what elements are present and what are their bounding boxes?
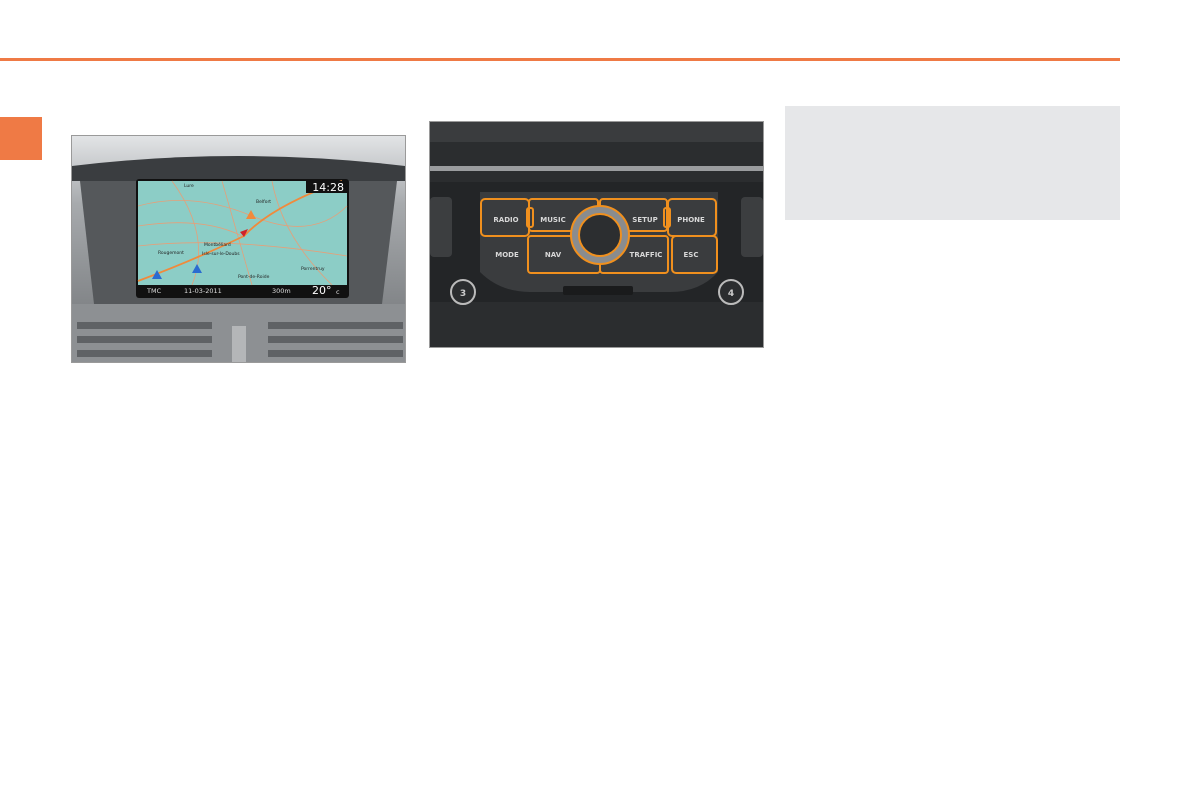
warning-icon xyxy=(246,210,256,219)
rotary-knob[interactable] xyxy=(578,213,622,257)
preset-3-button[interactable] xyxy=(450,279,476,305)
map-label: Isle-sur-le-Doubs xyxy=(202,251,240,257)
tmc-status: TMC xyxy=(146,287,162,295)
temperature-unit: c xyxy=(336,288,340,296)
traffic-alert-icon xyxy=(192,264,202,273)
position-arrow-icon xyxy=(240,229,248,237)
chapter-tab xyxy=(0,117,42,160)
map-label: Montbéliard xyxy=(204,241,231,248)
nav-button[interactable]: NAV xyxy=(545,251,562,259)
control-panel-figure: RADIO MUSIC SETUP PHONE MODE NAV TRAFFIC… xyxy=(429,121,764,348)
note-box xyxy=(785,106,1120,220)
navigation-screen-figure: Lure Belfort Montbéliard Rougemont Isle-… xyxy=(71,135,406,363)
phone-button[interactable]: PHONE xyxy=(677,216,705,224)
preset-4-button[interactable] xyxy=(718,279,744,305)
map-label: Lure xyxy=(184,183,194,189)
date: 11-03-2011 xyxy=(184,287,222,295)
preset-4-label: 4 xyxy=(728,289,734,299)
map-label: Rougemont xyxy=(158,250,184,256)
header-rule xyxy=(0,58,1120,61)
map-label: Pont-de-Roide xyxy=(238,274,270,280)
map-scale: 300m xyxy=(272,287,291,295)
music-button[interactable]: MUSIC xyxy=(540,216,565,224)
vent-wheel xyxy=(232,326,246,362)
preset-3-label: 3 xyxy=(460,289,466,299)
map-label: Belfort xyxy=(256,199,271,205)
mode-button[interactable]: MODE xyxy=(495,251,519,259)
clock: 14:28 xyxy=(312,181,344,194)
traffic-button[interactable]: TRAFFIC xyxy=(630,251,663,259)
radio-button[interactable]: RADIO xyxy=(493,216,518,224)
esc-button[interactable]: ESC xyxy=(684,251,699,259)
traffic-alert-icon xyxy=(152,270,162,279)
setup-button[interactable]: SETUP xyxy=(632,216,657,224)
map-label: Porrentruy xyxy=(301,266,325,272)
temperature: 20° xyxy=(312,284,332,297)
